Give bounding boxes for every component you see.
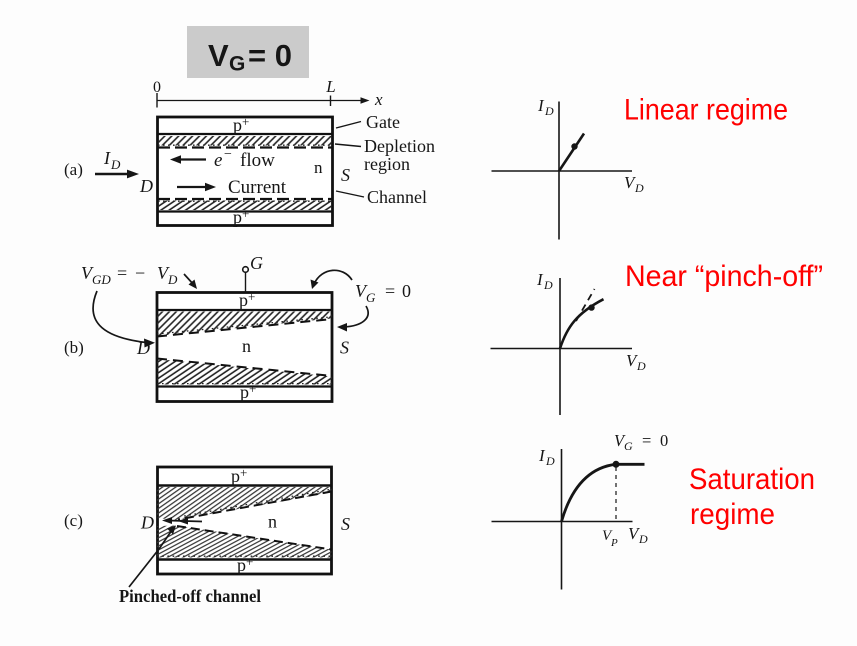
svg-text:G: G xyxy=(250,253,263,273)
svg-text:=: = xyxy=(385,281,395,301)
svg-text:D: D xyxy=(110,157,121,172)
svg-text:L: L xyxy=(325,77,335,96)
svg-text:G: G xyxy=(229,53,245,76)
svg-text:I: I xyxy=(103,148,111,168)
svg-text:Near “pinch-off”: Near “pinch-off” xyxy=(625,260,823,293)
svg-text:V: V xyxy=(602,528,613,544)
svg-text:region: region xyxy=(364,154,410,174)
svg-text:0: 0 xyxy=(402,281,411,301)
svg-text:x: x xyxy=(374,90,383,109)
svg-text:D: D xyxy=(636,359,646,373)
svg-text:D: D xyxy=(543,278,553,292)
svg-text:regime: regime xyxy=(690,498,775,531)
svg-text:V: V xyxy=(157,263,170,283)
svg-text:n: n xyxy=(314,158,323,177)
svg-text:G: G xyxy=(366,290,376,305)
svg-text:(a): (a) xyxy=(64,160,83,179)
svg-text:V: V xyxy=(208,38,229,73)
svg-text:−: − xyxy=(224,147,232,162)
svg-text:=: = xyxy=(117,263,127,283)
svg-text:V: V xyxy=(624,173,637,192)
svg-text:I: I xyxy=(537,96,545,115)
svg-text:D: D xyxy=(136,338,150,358)
svg-text:Gate: Gate xyxy=(366,112,400,132)
svg-text:(b): (b) xyxy=(64,338,84,357)
svg-text:GD: GD xyxy=(92,272,111,287)
svg-text:D: D xyxy=(544,104,554,118)
svg-text:V: V xyxy=(614,431,626,450)
svg-text:0: 0 xyxy=(660,431,668,450)
svg-text:D: D xyxy=(638,532,648,546)
svg-text:D: D xyxy=(545,454,555,468)
svg-text:=: = xyxy=(642,431,651,450)
svg-text:flow: flow xyxy=(240,150,275,171)
svg-text:n: n xyxy=(268,512,277,532)
svg-text:Depletion: Depletion xyxy=(364,136,435,156)
svg-text:V: V xyxy=(626,351,639,370)
svg-text:V: V xyxy=(355,281,368,301)
svg-text:= 0: = 0 xyxy=(248,38,292,73)
svg-text:Linear regime: Linear regime xyxy=(624,94,788,127)
svg-text:D: D xyxy=(140,513,154,533)
svg-text:(c): (c) xyxy=(64,511,83,530)
svg-text:S: S xyxy=(341,165,350,185)
svg-text:Saturation: Saturation xyxy=(689,463,815,496)
svg-text:S: S xyxy=(341,514,350,534)
svg-text:Current: Current xyxy=(228,177,287,198)
svg-text:S: S xyxy=(340,338,349,358)
svg-text:G: G xyxy=(624,439,633,453)
svg-text:P: P xyxy=(610,537,618,549)
svg-text:−: − xyxy=(135,263,145,283)
svg-text:D: D xyxy=(167,272,178,287)
svg-text:Channel: Channel xyxy=(367,187,427,207)
svg-text:V: V xyxy=(81,263,94,283)
svg-text:n: n xyxy=(242,336,251,356)
svg-text:0: 0 xyxy=(153,79,161,96)
svg-text:D: D xyxy=(634,181,644,195)
svg-text:e: e xyxy=(214,150,222,171)
svg-text:Pinched-off channel: Pinched-off channel xyxy=(119,586,261,606)
svg-text:I: I xyxy=(538,446,546,465)
svg-text:D: D xyxy=(139,176,153,196)
svg-text:V: V xyxy=(628,524,641,543)
svg-text:I: I xyxy=(536,270,544,289)
